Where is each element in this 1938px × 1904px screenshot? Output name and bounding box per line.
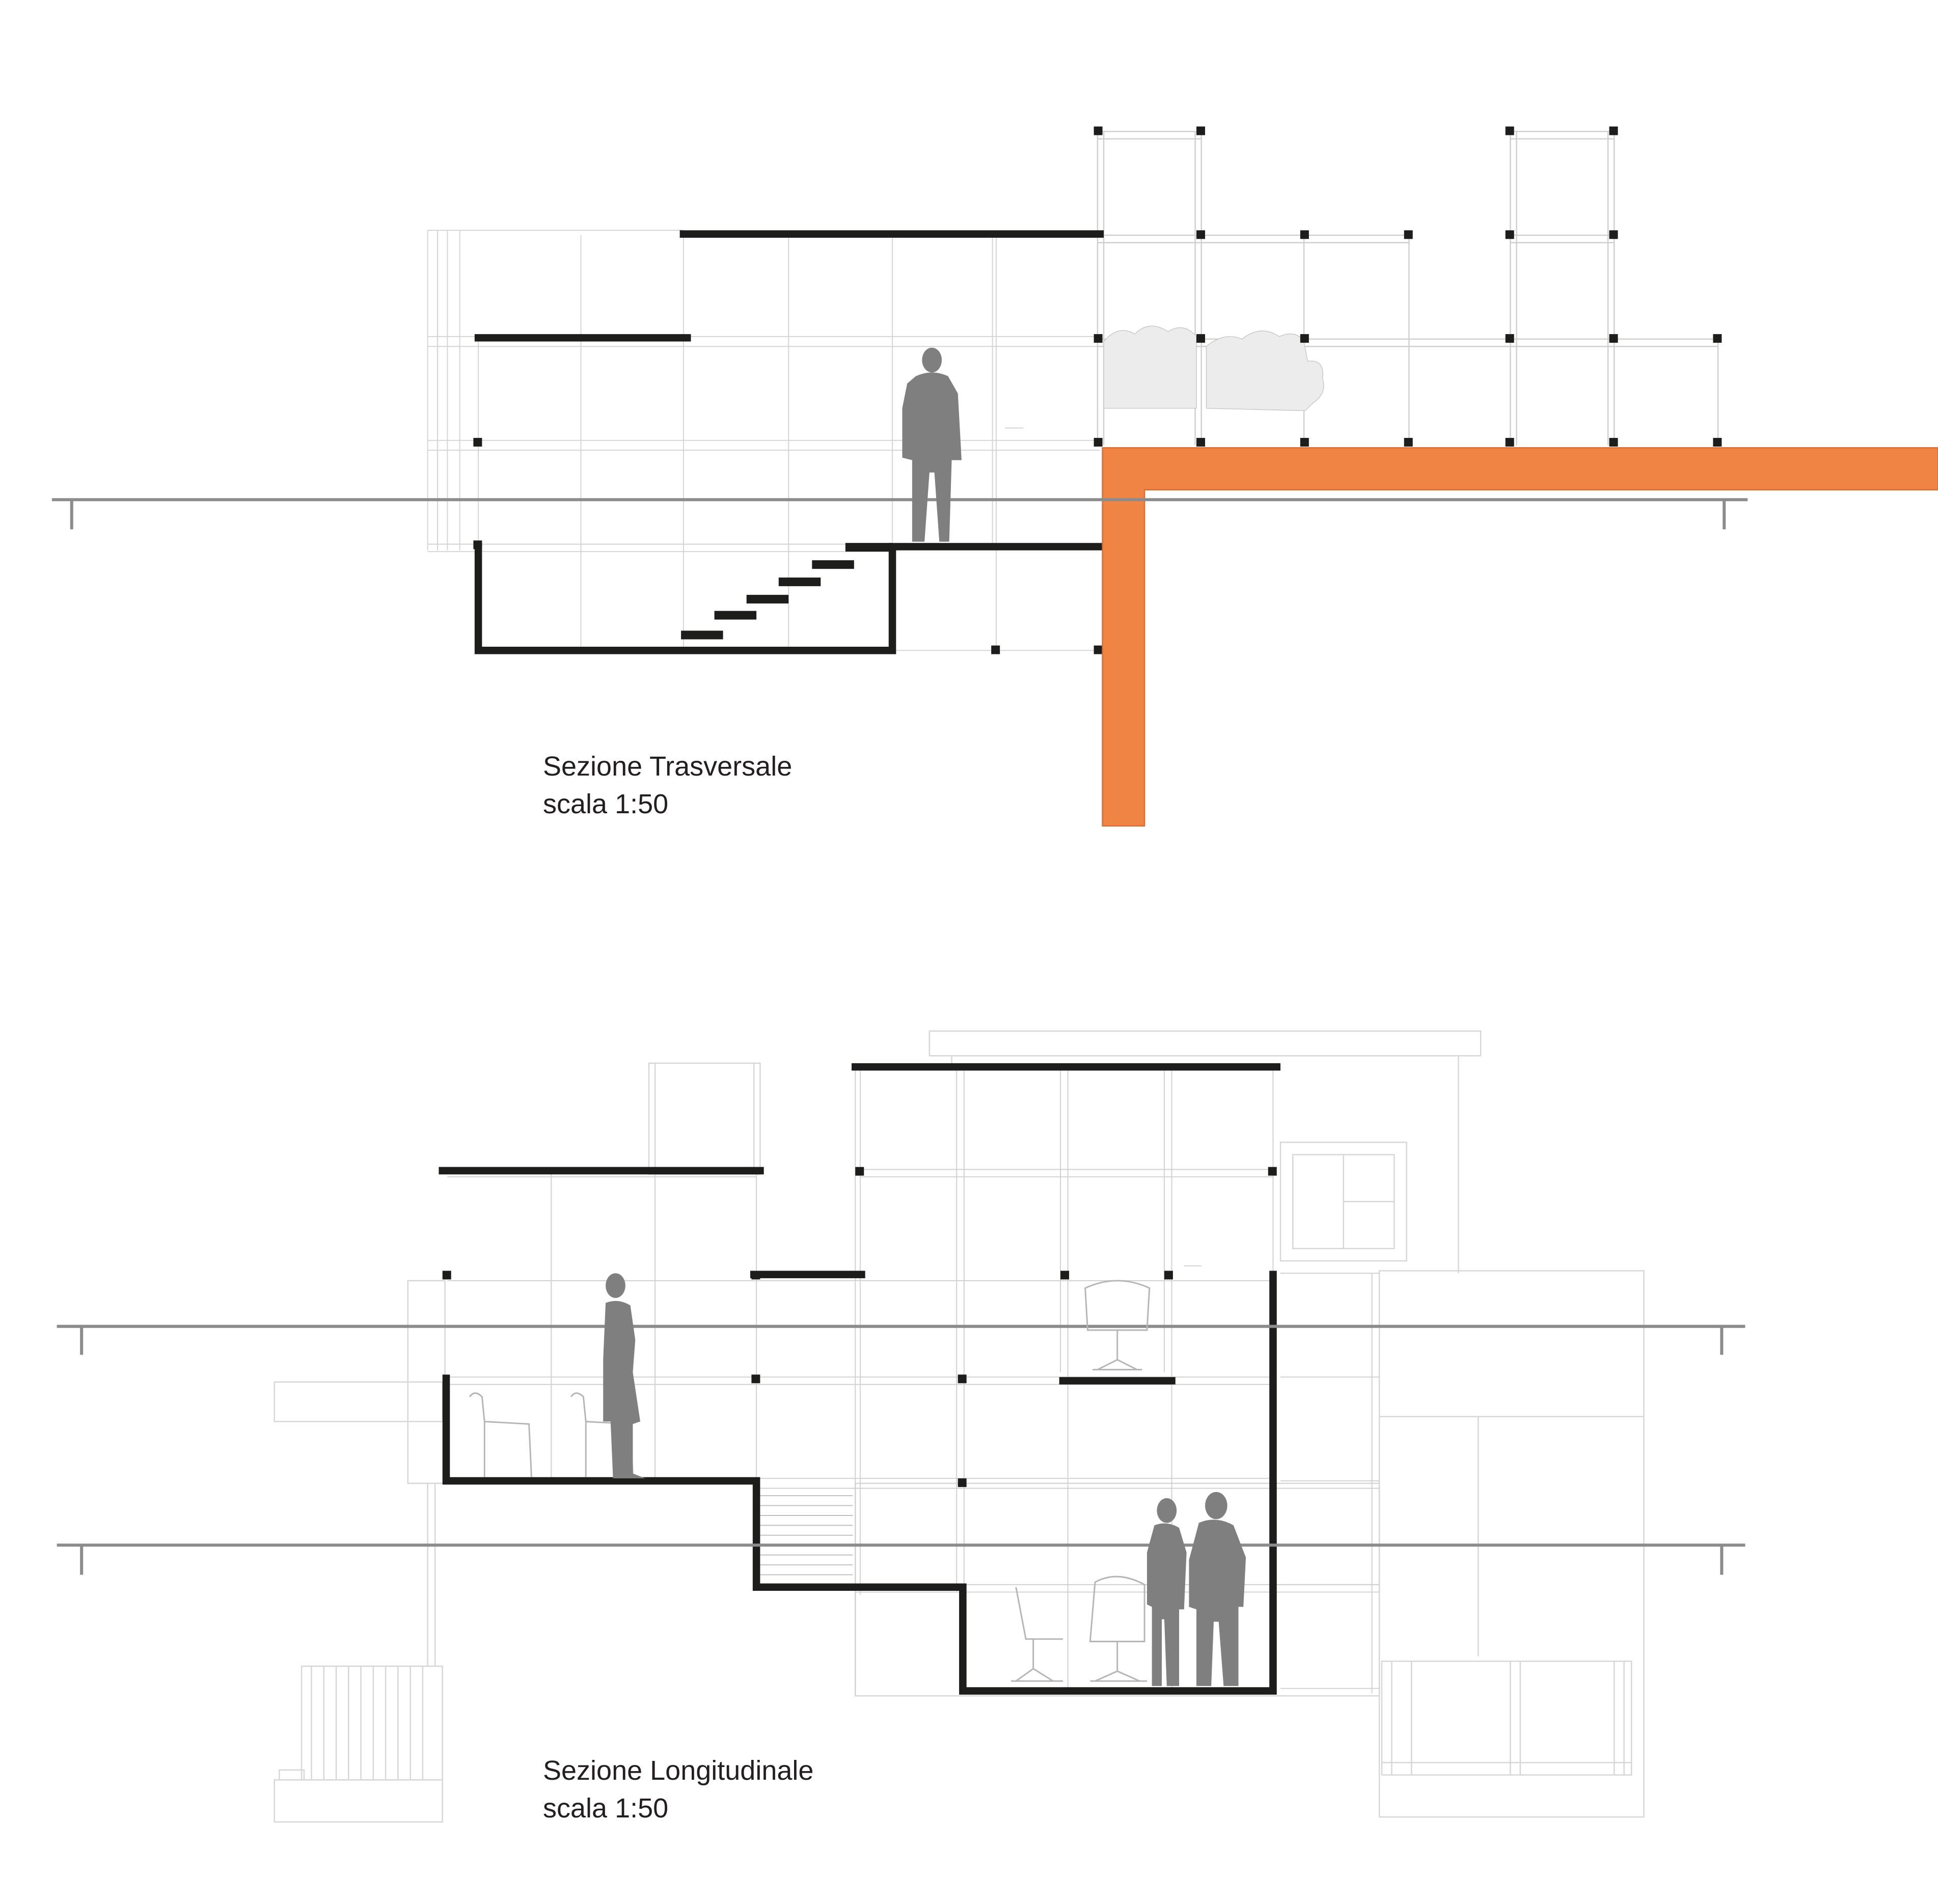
transverse-section-title: Sezione Trasversale: [543, 751, 793, 782]
longitudinal-section: [57, 1030, 1745, 1823]
transverse-section: [51, 126, 1938, 827]
person-figure-transverse: [902, 347, 962, 542]
longitudinal-section-title: Sezione Longitudinale: [543, 1755, 814, 1786]
chairs: [469, 1280, 1151, 1682]
transverse-caption: Sezione Trasversale scala 1:50: [543, 748, 792, 823]
person-figure-longitudinal-left: [603, 1273, 645, 1479]
planter-hedge: [1103, 325, 1324, 411]
transverse-ground-line: [51, 498, 1748, 530]
person-figure-longitudinal-pair: [1147, 1492, 1246, 1686]
transverse-nodes: [473, 126, 1722, 654]
longitudinal-background: [274, 1030, 1645, 1823]
transverse-section-scale: scala 1:50: [543, 789, 669, 819]
longitudinal-section-scale: scala 1:50: [543, 1793, 669, 1824]
transverse-grid: [427, 230, 1100, 651]
transverse-cut: [474, 230, 1104, 654]
retaining-wall: [1102, 447, 1938, 827]
longitudinal-stair: [758, 1495, 853, 1576]
longitudinal-cut: [439, 1063, 1281, 1695]
longitudinal-caption: Sezione Longitudinale scala 1:50: [543, 1752, 813, 1827]
stair-treads: [681, 543, 893, 640]
longitudinal-ground-lines: [57, 1324, 1745, 1575]
